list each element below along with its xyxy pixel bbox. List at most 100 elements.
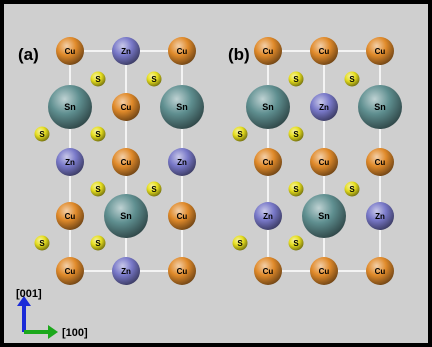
atom-cu-a-1-1-label: Cu [121,103,132,112]
axis-indicator: [001] [100] [16,288,88,339]
atom-cu-a-4-0-sphere [56,257,84,285]
sulfur-atom-a-2-1-label: S [151,185,157,194]
atom-sn-a-1-2-sphere [160,85,204,129]
sulfur-atom-a-2-0-label: S [95,185,101,194]
atom-zn-b-3-0-sphere [254,202,282,230]
atom-sn-b-3-1: Sn [302,194,346,238]
atom-sn-a-3-1: Sn [104,194,148,238]
axis-100-label: [100] [62,327,88,339]
atom-zn-b-1-1: Zn [310,93,338,121]
atom-zn-a-2-0: Zn [56,148,84,176]
sulfur-atom-a-3-1-sphere [90,235,106,251]
sulfur-atom-a-0-0: S [90,71,106,87]
atom-cu-b-4-0-label: Cu [263,267,274,276]
sulfur-atom-a-3-1: S [90,235,106,251]
sulfur-atom-a-0-0-sphere [90,71,106,87]
atom-sn-a-1-0: Sn [48,85,92,129]
panel-b-label: (b) [228,45,250,64]
atom-cu-b-0-2-label: Cu [375,47,386,56]
atom-sn-b-1-0-sphere [246,85,290,129]
atom-zn-a-2-2-sphere [168,148,196,176]
sulfur-atom-a-2-0: S [90,181,106,197]
sulfur-atom-b-1-1: S [288,126,304,142]
atom-cu-b-2-0-sphere [254,148,282,176]
atom-sn-a-1-0-sphere [48,85,92,129]
sulfur-atom-b-1-0-label: S [237,130,243,139]
sulfur-atom-a-3-0-sphere [34,235,50,251]
atom-zn-a-2-0-label: Zn [65,158,75,167]
atom-zn-b-1-1-sphere [310,93,338,121]
atom-cu-b-0-1-label: Cu [319,47,330,56]
sulfur-atom-b-1-0-sphere [232,126,248,142]
atom-cu-b-4-1: Cu [310,257,338,285]
sulfur-atom-b-2-1-sphere [344,181,360,197]
atom-zn-a-2-2-label: Zn [177,158,187,167]
axis-100-arrowhead [48,325,58,339]
sulfur-atom-b-2-0: S [288,181,304,197]
atom-cu-b-4-2-label: Cu [375,267,386,276]
sulfur-atom-b-0-0-sphere [288,71,304,87]
sulfur-atom-b-3-1: S [288,235,304,251]
atom-zn-a-4-1-sphere [112,257,140,285]
atom-zn-a-2-0-sphere [56,148,84,176]
atom-zn-b-3-2: Zn [366,202,394,230]
sulfur-atom-b-2-0-label: S [293,185,299,194]
atom-cu-a-1-1: Cu [112,93,140,121]
sulfur-atom-a-2-1-sphere [146,181,162,197]
atom-cu-b-4-1-label: Cu [319,267,330,276]
atom-cu-a-0-0-label: Cu [65,47,76,56]
atom-cu-a-1-1-sphere [112,93,140,121]
sulfur-atom-b-1-0: S [232,126,248,142]
sulfur-atom-b-0-0: S [288,71,304,87]
atom-cu-a-0-2-label: Cu [177,47,188,56]
atom-cu-b-2-2-label: Cu [375,158,386,167]
sulfur-atom-b-2-1: S [344,181,360,197]
sulfur-atom-b-0-1-label: S [349,75,355,84]
atom-sn-b-3-1-label: Sn [318,211,330,221]
sulfur-atom-b-2-1-label: S [349,185,355,194]
atom-cu-b-4-2-sphere [366,257,394,285]
atom-cu-b-2-1-label: Cu [319,158,330,167]
atom-sn-b-1-0-label: Sn [262,102,274,112]
sulfur-atom-a-1-0-label: S [39,130,45,139]
atom-cu-b-4-0-sphere [254,257,282,285]
sulfur-atom-b-2-0-sphere [288,181,304,197]
atom-sn-a-1-0-label: Sn [64,102,76,112]
atom-cu-a-3-2-label: Cu [177,212,188,221]
atom-cu-a-3-2-sphere [168,202,196,230]
atom-cu-b-0-0-sphere [254,37,282,65]
sulfur-atom-b-0-0-label: S [293,75,299,84]
atom-cu-b-4-0: Cu [254,257,282,285]
sulfur-atom-a-0-1-sphere [146,71,162,87]
atom-cu-a-0-0-sphere [56,37,84,65]
sulfur-atom-a-2-0-sphere [90,181,106,197]
atom-zn-a-4-1: Zn [112,257,140,285]
atom-cu-b-4-1-sphere [310,257,338,285]
atom-cu-a-3-0: Cu [56,202,84,230]
sulfur-atom-a-1-1-sphere [90,126,106,142]
atom-zn-b-3-0: Zn [254,202,282,230]
axis-001-arrowhead [17,296,31,306]
atom-sn-a-1-2: Sn [160,85,204,129]
atom-cu-b-2-1-sphere [310,148,338,176]
atom-cu-b-0-1-sphere [310,37,338,65]
atom-cu-b-0-2-sphere [366,37,394,65]
sulfur-atom-b-1-1-label: S [293,130,299,139]
atom-sn-a-3-1-label: Sn [120,211,132,221]
atom-cu-a-2-1-label: Cu [121,158,132,167]
sulfur-atom-a-1-0: S [34,126,50,142]
atom-sn-b-1-2-label: Sn [374,102,386,112]
sulfur-atom-b-1-1-sphere [288,126,304,142]
atom-zn-b-3-2-label: Zn [375,212,385,221]
sulfur-atom-a-1-1: S [90,126,106,142]
atom-zn-b-3-0-label: Zn [263,212,273,221]
sulfur-atom-b-3-0: S [232,235,248,251]
atom-cu-b-2-0: Cu [254,148,282,176]
atom-cu-a-0-2-sphere [168,37,196,65]
sulfur-atom-b-3-0-sphere [232,235,248,251]
sulfur-atom-a-2-1: S [146,181,162,197]
atom-cu-a-4-2-sphere [168,257,196,285]
sulfur-atom-a-0-1-label: S [151,75,157,84]
sulfur-atom-b-3-0-label: S [237,239,243,248]
